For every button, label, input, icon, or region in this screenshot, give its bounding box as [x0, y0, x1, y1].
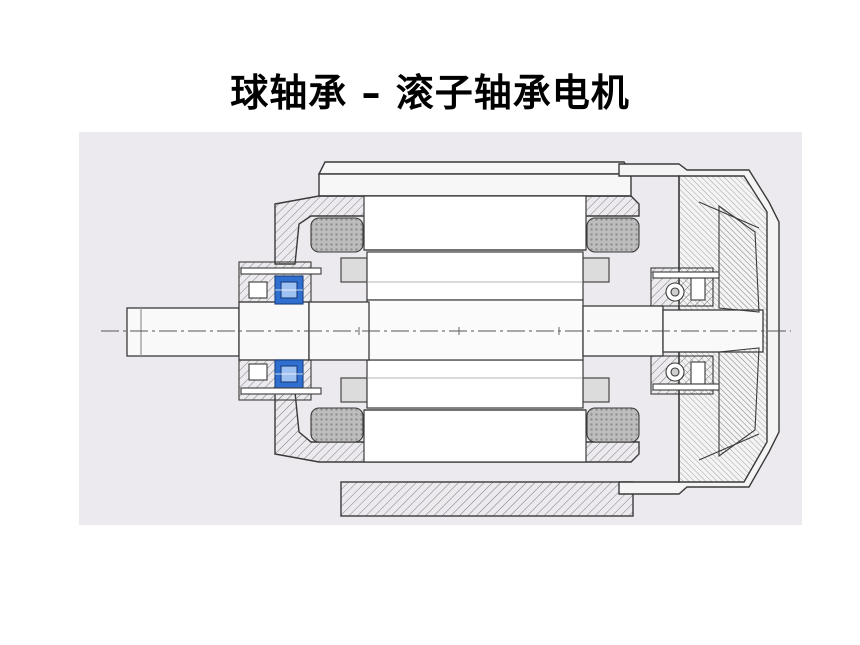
- cooling-fan: [698, 201, 760, 461]
- rotor-core: [366, 251, 584, 409]
- stator-core: [363, 195, 587, 463]
- motor-cross-section-diagram: [79, 132, 802, 525]
- roller-bearing: [274, 275, 304, 389]
- slide-title: 球轴承 – 滚子轴承电机: [230, 71, 630, 115]
- stator-windings: [310, 217, 640, 443]
- end-shield-studs: [240, 267, 720, 395]
- centerline-markers: [358, 327, 560, 335]
